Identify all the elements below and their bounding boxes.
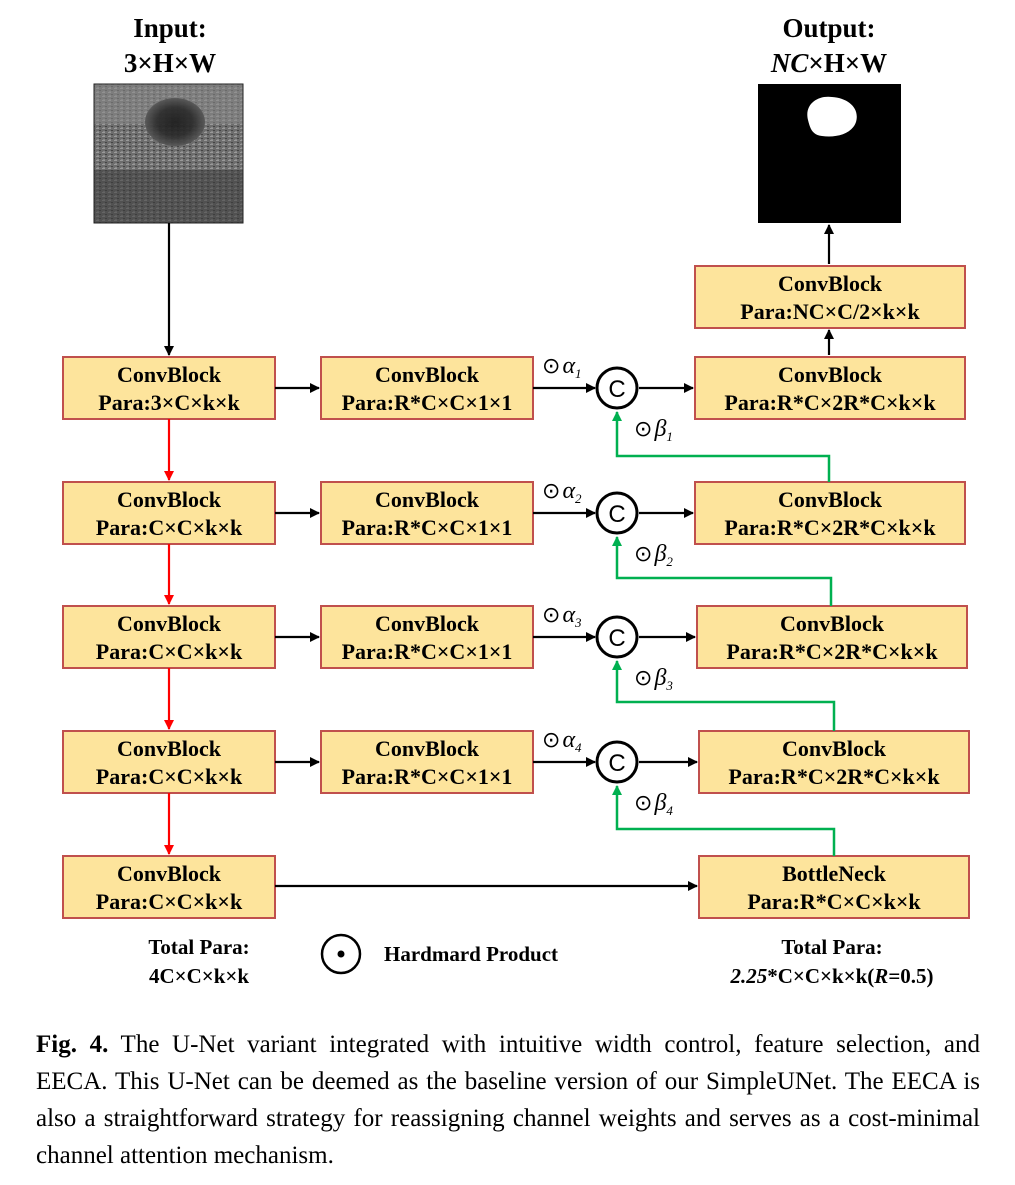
- green-path-2: [612, 536, 833, 606]
- selection-block-2: ConvBlock Para:R*C×C×1×1: [320, 481, 534, 545]
- block-title: ConvBlock: [778, 487, 883, 512]
- block-para: Para:C×C×k×k: [96, 889, 243, 914]
- concat-symbol: C: [608, 625, 625, 652]
- alpha-label-3: ⊙α3: [542, 602, 582, 630]
- total-left-value: 4C×C×k×k: [149, 964, 249, 988]
- block-para: Para:R*C×C×1×1: [342, 515, 513, 540]
- input-label: Input:: [133, 13, 207, 43]
- alpha-label-1: ⊙α1: [542, 353, 582, 381]
- total-para-left: Total Para: 4C×C×k×k: [148, 935, 249, 988]
- concat-node-4: C: [595, 740, 639, 784]
- block-title: ConvBlock: [780, 611, 885, 636]
- beta-label-4: ⊙β4: [634, 790, 673, 818]
- block-title: ConvBlock: [375, 611, 480, 636]
- black-arrows: [164, 223, 834, 891]
- block-title: ConvBlock: [375, 487, 480, 512]
- concat-symbol: C: [608, 376, 625, 403]
- block-para: Para:C×C×k×k: [96, 639, 243, 664]
- block-title: ConvBlock: [778, 362, 883, 387]
- block-para: Para:R*C×C×1×1: [342, 764, 513, 789]
- block-para: Para:R*C×C×1×1: [342, 639, 513, 664]
- block-title: ConvBlock: [375, 736, 480, 761]
- selection-block-1: ConvBlock Para:R*C×C×1×1: [320, 356, 534, 420]
- block-para: Para:R*C×C×1×1: [342, 390, 513, 415]
- beta-label-3: ⊙β3: [634, 665, 673, 693]
- block-title: ConvBlock: [782, 736, 887, 761]
- block-para: Para:R*C×2R*C×k×k: [726, 639, 938, 664]
- alpha-labels: ⊙α1 ⊙α2 ⊙α3 ⊙α4: [542, 353, 582, 755]
- block-para: Para:3×C×k×k: [98, 390, 240, 415]
- input-dims: 3×H×W: [124, 48, 216, 78]
- block-para: Para:C×C×k×k: [96, 764, 243, 789]
- selection-block-4: ConvBlock Para:R*C×C×1×1: [320, 730, 534, 794]
- selection-block-3: ConvBlock Para:R*C×C×1×1: [320, 605, 534, 669]
- decoder-block-4: ConvBlock Para:R*C×2R*C×k×k: [698, 730, 970, 794]
- block-para: Para:R*C×2R*C×k×k: [724, 515, 936, 540]
- encoder-block-1: ConvBlock Para:3×C×k×k: [62, 356, 276, 420]
- green-paths: [612, 411, 836, 856]
- encoder-block-4: ConvBlock Para:C×C×k×k: [62, 730, 276, 794]
- block-para: Para:R*C×C×k×k: [747, 889, 921, 914]
- legend: Hardmard Product: [320, 933, 558, 975]
- alpha-label-2: ⊙α2: [542, 478, 582, 506]
- block-title: ConvBlock: [117, 611, 222, 636]
- concat-symbol: C: [608, 750, 625, 777]
- decoder-block-3: ConvBlock Para:R*C×2R*C×k×k: [696, 605, 968, 669]
- green-path-1: [612, 411, 831, 482]
- encoder-block-5: ConvBlock Para:C×C×k×k: [62, 855, 276, 919]
- block-title: ConvBlock: [117, 362, 222, 387]
- green-path-3: [612, 660, 836, 731]
- decoder-block-1: ConvBlock Para:R*C×2R*C×k×k: [694, 356, 966, 420]
- block-title: ConvBlock: [117, 861, 222, 886]
- alpha-label-4: ⊙α4: [542, 727, 582, 755]
- encoder-block-3: ConvBlock Para:C×C×k×k: [62, 605, 276, 669]
- output-mask-image: [758, 84, 901, 223]
- block-title: ConvBlock: [117, 487, 222, 512]
- head-block: ConvBlock Para:NC×C/2×k×k: [694, 265, 966, 329]
- total-right-label: Total Para:: [781, 935, 882, 959]
- block-title: ConvBlock: [117, 736, 222, 761]
- figure-number: Fig. 4.: [36, 1031, 109, 1058]
- output-dims: NC×H×W: [770, 48, 887, 78]
- total-right-value: 2.25*C×C×k×k(R=0.5): [729, 964, 933, 988]
- block-title: ConvBlock: [375, 362, 480, 387]
- bottleneck-block: BottleNeck Para:R*C×C×k×k: [698, 855, 970, 919]
- concat-symbol: C: [608, 501, 625, 528]
- total-left-label: Total Para:: [148, 935, 249, 959]
- unet-diagram: Input: 3×H×W Output: NC×H×W ConvBlock Pa…: [62, 13, 970, 988]
- encoder-block-2: ConvBlock Para:C×C×k×k: [62, 481, 276, 545]
- concat-node-2: C: [595, 491, 639, 535]
- beta-labels: ⊙β1 ⊙β2 ⊙β3 ⊙β4: [634, 416, 673, 818]
- input-ultrasound-image: [93, 83, 244, 224]
- block-para: Para:NC×C/2×k×k: [740, 299, 920, 324]
- block-para: Para:R*C×2R*C×k×k: [724, 390, 936, 415]
- legend-label: Hardmard Product: [384, 942, 558, 966]
- output-label: Output:: [782, 13, 875, 43]
- block-para: Para:R*C×2R*C×k×k: [728, 764, 940, 789]
- total-para-right: Total Para: 2.25*C×C×k×k(R=0.5): [729, 935, 933, 988]
- beta-label-1: ⊙β1: [634, 416, 673, 444]
- concat-node-3: C: [595, 615, 639, 659]
- block-title: ConvBlock: [778, 271, 883, 296]
- beta-label-2: ⊙β2: [634, 541, 673, 569]
- figure-caption: Fig. 4. The U-Net variant integrated wit…: [36, 1026, 980, 1174]
- green-path-4: [612, 785, 836, 856]
- caption-text: The U-Net variant integrated with intuit…: [36, 1031, 980, 1169]
- block-title: BottleNeck: [782, 861, 887, 886]
- concat-node-1: C: [595, 366, 639, 410]
- decoder-block-2: ConvBlock Para:R*C×2R*C×k×k: [694, 481, 966, 545]
- block-para: Para:C×C×k×k: [96, 515, 243, 540]
